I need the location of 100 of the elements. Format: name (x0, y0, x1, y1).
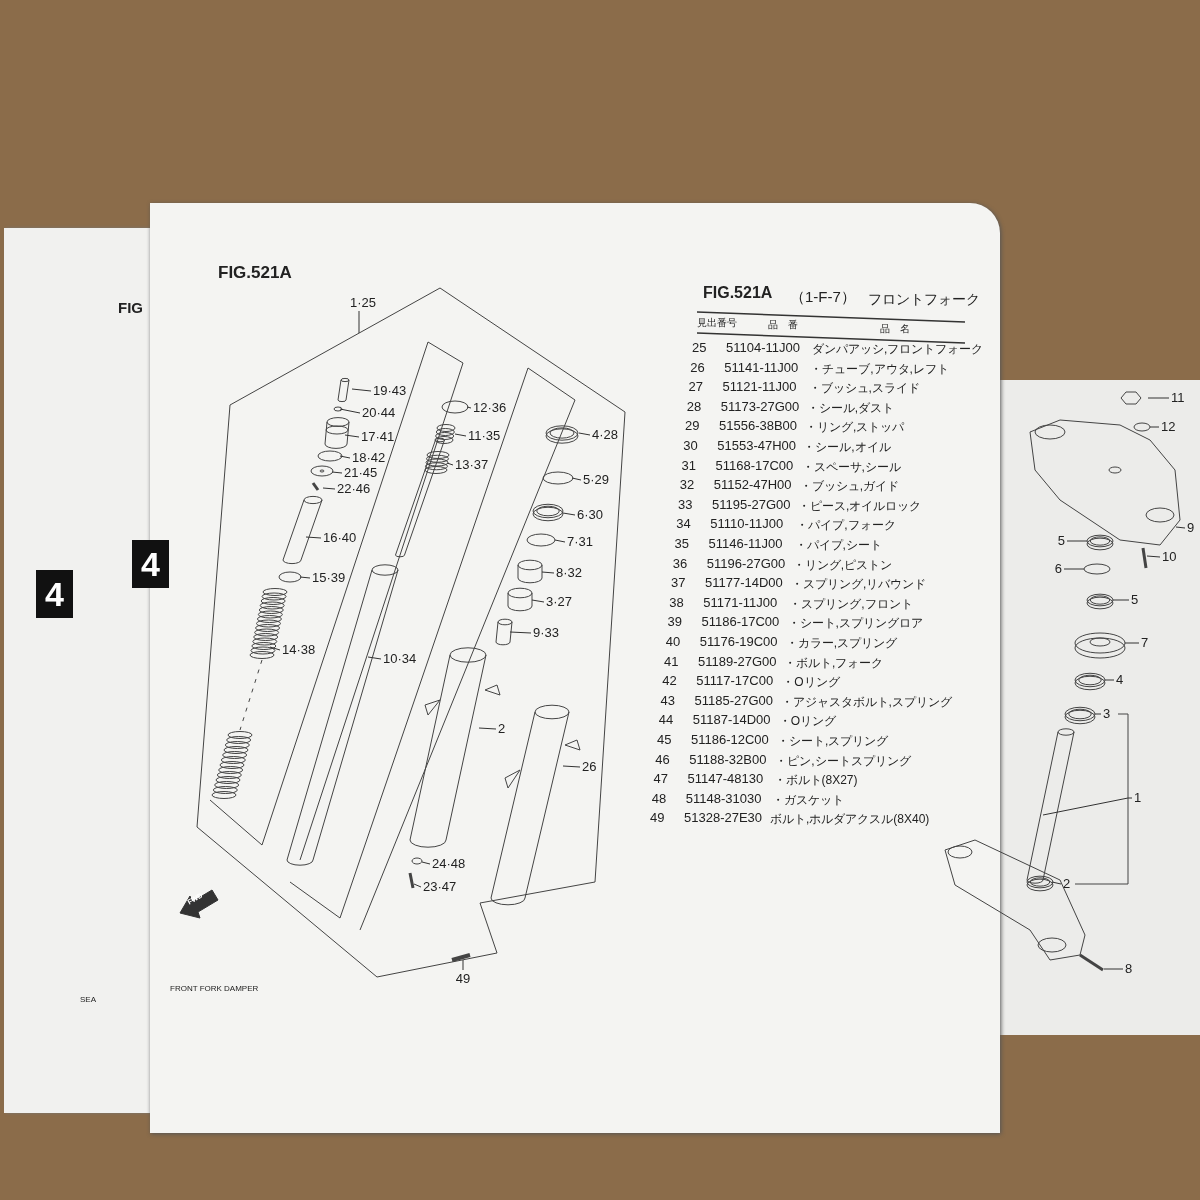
part-number: 51173-27G00 (720, 399, 800, 413)
part-name: ・Oリング (778, 715, 837, 728)
part-name: ・ブッシュ,ガイド (799, 480, 900, 493)
table-heading: フロントフォーク (868, 292, 980, 306)
figure-heading: FIG (118, 300, 143, 315)
part-name: ・スプリング,フロント (789, 597, 913, 610)
part-number: 51187-14D00 (692, 713, 771, 727)
index-number: 44 (658, 713, 674, 727)
index-number: 31 (681, 458, 696, 472)
part-name: ・アジャスタボルト,スプリング (780, 695, 952, 708)
callout-number: 8 (1125, 962, 1133, 975)
part-name: ・ピース,オイルロック (798, 499, 922, 512)
part-number: 51186-17C00 (701, 615, 780, 629)
leader-line (1124, 642, 1140, 644)
part-name: ・シール,オイル (803, 441, 891, 453)
callout-number: 21·45 (344, 466, 378, 479)
callout-number: 12·36 (473, 401, 507, 414)
leader-line (478, 727, 497, 730)
leader-line (351, 388, 372, 392)
section-tab: 4 (36, 570, 73, 618)
callout-number: 9·33 (533, 626, 560, 639)
index-number: 38 (669, 595, 684, 609)
callout-number: 7·31 (567, 535, 594, 548)
part-number: 51152-47H00 (713, 478, 792, 492)
index-number: 42 (662, 674, 677, 688)
leader-line (1042, 797, 1133, 816)
column-header: 品 番 (768, 320, 798, 330)
callout-number: 22·46 (337, 482, 371, 495)
part-name: ・スペーサ,シール (801, 460, 901, 473)
callout-number: 4 (1116, 673, 1124, 686)
callout-number: 49 (455, 972, 471, 985)
leader-line (339, 455, 351, 459)
index-number: 34 (676, 517, 691, 531)
leader-line (509, 631, 532, 634)
callout-number: 5 (1131, 593, 1139, 606)
callout-number: 9 (1187, 521, 1195, 534)
callout-number: 5 (1057, 534, 1065, 547)
callout-number: 6·30 (577, 508, 604, 521)
part-name: ・リング,ストッパ (805, 421, 905, 434)
callout-number: 11 (1171, 391, 1185, 404)
leader-line (1149, 426, 1160, 428)
index-number: 29 (685, 419, 700, 433)
index-number: 25 (692, 341, 707, 354)
part-number: 51168-17C00 (715, 458, 794, 472)
index-number: 37 (671, 576, 686, 590)
callout-number: 3 (1103, 707, 1111, 720)
leader-line (358, 310, 360, 334)
index-number: 48 (651, 791, 667, 805)
callout-number: 14·38 (282, 643, 316, 656)
part-number: 51328-27E30 (684, 811, 763, 825)
leader-line (562, 765, 581, 768)
callout-number: 10·34 (383, 652, 417, 665)
part-number: 51148-31030 (685, 791, 762, 805)
index-number: 39 (667, 615, 682, 629)
index-number: 27 (688, 380, 703, 394)
callout-number: 16·40 (323, 531, 357, 544)
callout-number: 6 (1054, 562, 1062, 575)
leader-line (305, 536, 322, 539)
leader-line (462, 959, 464, 971)
callout-number: 11·35 (468, 429, 501, 442)
leader-line (1063, 568, 1085, 570)
section-tab: 4 (132, 540, 169, 588)
part-number: 51104-11J00 (726, 341, 800, 354)
callout-number: 2 (498, 722, 506, 735)
table-heading: FIG.521A (703, 285, 773, 301)
part-number: 51556-38B00 (719, 419, 798, 433)
part-number: 51185-27G00 (694, 693, 774, 707)
index-number: 46 (655, 752, 670, 766)
part-name: ・ガスケット (771, 793, 844, 806)
part-number: 51188-32B00 (689, 752, 767, 766)
table-heading: （1-F-7） (790, 289, 856, 304)
leader-line (554, 539, 566, 543)
leader-line (446, 462, 454, 466)
callout-number: 18·42 (352, 451, 386, 464)
part-number: 51176-19C00 (699, 635, 778, 648)
callout-number: 13·37 (455, 458, 489, 471)
callout-number: 17·41 (361, 430, 395, 443)
leader-line (1103, 968, 1124, 970)
index-number: 49 (650, 811, 665, 825)
part-name: ・ブッシュ,スライド (808, 382, 920, 395)
part-name: ・シート,スプリングロア (787, 617, 923, 630)
index-number: 26 (690, 360, 705, 374)
callout-number: 12 (1161, 420, 1176, 433)
leader-line (269, 646, 281, 651)
part-name: ・ピン,シートスプリング (775, 754, 911, 767)
leader-line (1175, 526, 1186, 529)
index-number: 30 (683, 439, 698, 452)
part-number: 51177-14D00 (705, 576, 783, 590)
part-number: 51117-17C00 (696, 674, 774, 688)
callout-number: 23·47 (423, 880, 457, 893)
part-name: ・Oリング (782, 676, 840, 689)
part-number: 51110-11J00 (710, 517, 784, 531)
callout-number: 20·44 (362, 406, 396, 419)
leader-line (299, 576, 311, 579)
part-number: 51195-27G00 (712, 497, 791, 511)
part-name: ・チューブ,アウタ,レフト (810, 362, 949, 375)
part-name: ダンパアッシ,フロントフォーク (812, 343, 984, 355)
leader-line (413, 883, 422, 888)
index-number: 36 (672, 556, 688, 570)
leader-line (466, 406, 472, 409)
